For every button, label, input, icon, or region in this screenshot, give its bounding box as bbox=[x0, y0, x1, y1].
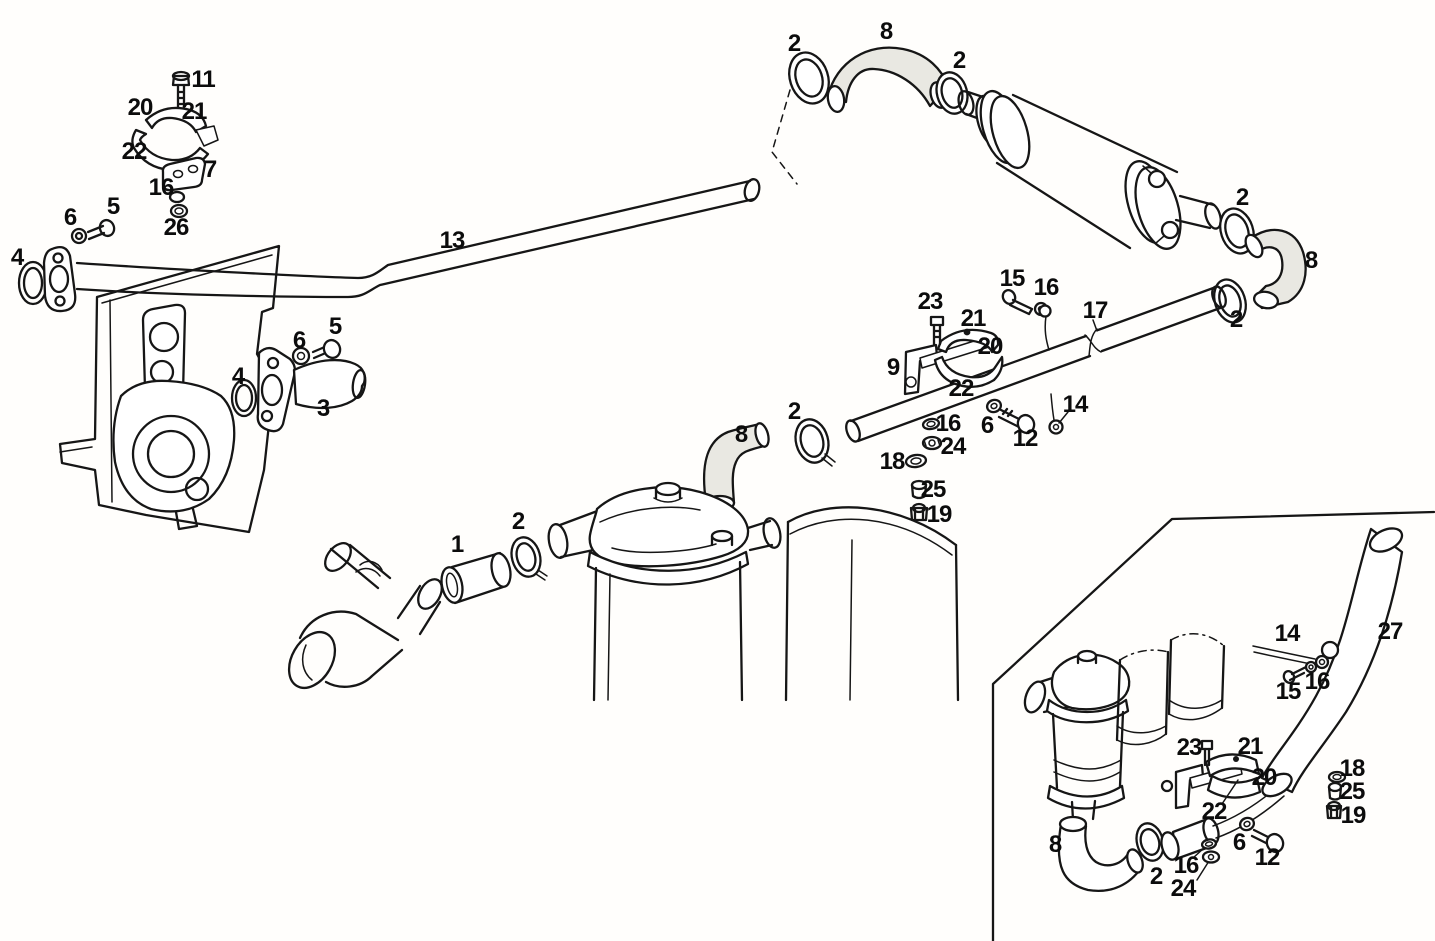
callout-3: 3 bbox=[316, 395, 330, 422]
callout-14: 14 bbox=[1274, 620, 1301, 647]
callout-19: 19 bbox=[926, 501, 953, 528]
callout-14: 14 bbox=[1062, 391, 1089, 418]
callout-23: 23 bbox=[917, 288, 944, 315]
callout-2: 2 bbox=[511, 508, 525, 535]
pipe-clamp-mid bbox=[905, 288, 1068, 433]
callout-21: 21 bbox=[181, 98, 208, 125]
callout-16: 16 bbox=[148, 174, 175, 201]
inset-elbow-8 bbox=[1059, 817, 1146, 891]
callout-6: 6 bbox=[980, 412, 994, 439]
callout-16: 16 bbox=[1304, 668, 1331, 695]
callout-25: 25 bbox=[1339, 778, 1366, 805]
callout-6: 6 bbox=[1232, 829, 1246, 856]
callout-16: 16 bbox=[1033, 274, 1060, 301]
callout-22: 22 bbox=[121, 138, 148, 165]
callout-2: 2 bbox=[952, 47, 966, 74]
callout-20: 20 bbox=[977, 333, 1004, 360]
callout-16: 16 bbox=[1173, 852, 1200, 879]
callout-4: 4 bbox=[10, 244, 24, 271]
callout-20: 20 bbox=[1251, 764, 1278, 791]
hose-8-top bbox=[783, 47, 972, 117]
engine-block bbox=[60, 246, 279, 532]
callout-8: 8 bbox=[734, 421, 748, 448]
fasteners-mid bbox=[905, 398, 1036, 520]
callout-25: 25 bbox=[920, 476, 947, 503]
callout-1: 1 bbox=[450, 531, 464, 558]
flange-gasket-upper-left bbox=[19, 218, 116, 311]
callout-13: 13 bbox=[439, 227, 466, 254]
inset-hose-27 bbox=[1259, 524, 1406, 801]
dashed-connector bbox=[772, 90, 797, 184]
inset-breather bbox=[1021, 651, 1129, 820]
callout-8: 8 bbox=[1304, 247, 1318, 274]
callout-7: 7 bbox=[203, 156, 217, 183]
callout-2: 2 bbox=[1229, 306, 1243, 333]
callout-2: 2 bbox=[787, 398, 801, 425]
callout-24: 24 bbox=[940, 433, 967, 460]
callout-16: 16 bbox=[935, 410, 962, 437]
callout-2: 2 bbox=[1235, 184, 1249, 211]
callout-18: 18 bbox=[879, 448, 906, 475]
inset-fasteners bbox=[1201, 772, 1345, 863]
callout-4: 4 bbox=[231, 363, 245, 390]
callout-8: 8 bbox=[1048, 831, 1062, 858]
hanger-clamp-assembly bbox=[132, 72, 218, 217]
callout-23: 23 bbox=[1176, 734, 1203, 761]
callout-9: 9 bbox=[886, 354, 900, 381]
callout-5: 5 bbox=[106, 193, 120, 220]
callout-2: 2 bbox=[787, 30, 801, 57]
filter-housing bbox=[546, 483, 783, 700]
callout-12: 12 bbox=[1012, 425, 1039, 452]
callout-15: 15 bbox=[1275, 678, 1302, 705]
callout-6: 6 bbox=[292, 327, 306, 354]
callout-22: 22 bbox=[1201, 798, 1228, 825]
sleeve-1-clamp-2 bbox=[438, 534, 547, 605]
callout-8: 8 bbox=[879, 18, 893, 45]
inset-filter-cylinders bbox=[1117, 634, 1224, 745]
callout-15: 15 bbox=[999, 265, 1026, 292]
inset-box bbox=[993, 512, 1434, 941]
inset-clamp-assembly bbox=[1133, 741, 1284, 880]
callout-21: 21 bbox=[960, 305, 987, 332]
leader-lines bbox=[1093, 320, 1097, 331]
callout-17: 17 bbox=[1082, 297, 1109, 324]
intake-manifold bbox=[280, 538, 447, 696]
callout-24: 24 bbox=[1170, 875, 1197, 902]
callout-20: 20 bbox=[127, 94, 154, 121]
muffler bbox=[956, 87, 1224, 254]
inset-rod-14 bbox=[1253, 646, 1328, 685]
callout-19: 19 bbox=[1340, 802, 1367, 829]
tank-cylinder bbox=[786, 507, 958, 700]
callout-18: 18 bbox=[1339, 755, 1366, 782]
callout-2: 2 bbox=[1149, 863, 1163, 890]
downpipe-3 bbox=[232, 338, 367, 431]
callout-6: 6 bbox=[63, 204, 77, 231]
callout-5: 5 bbox=[328, 313, 342, 340]
pipe-13 bbox=[77, 178, 761, 297]
callout-22: 22 bbox=[948, 375, 975, 402]
callout-27: 27 bbox=[1377, 618, 1404, 645]
callout-11: 11 bbox=[191, 66, 215, 93]
callout-26: 26 bbox=[163, 214, 190, 241]
callout-12: 12 bbox=[1254, 844, 1281, 871]
callout-21: 21 bbox=[1237, 733, 1264, 760]
